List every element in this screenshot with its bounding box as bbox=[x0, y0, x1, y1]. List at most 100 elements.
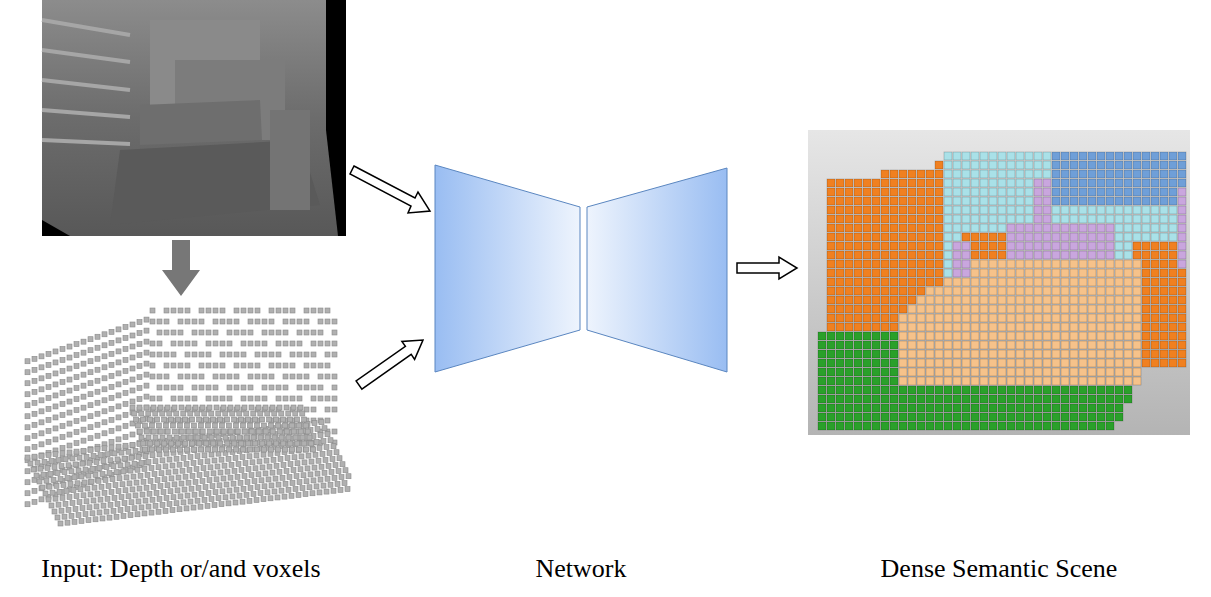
voxel bbox=[137, 430, 142, 435]
voxel bbox=[130, 355, 135, 360]
voxel bbox=[1052, 305, 1060, 313]
voxel bbox=[1115, 305, 1123, 313]
voxel bbox=[74, 494, 79, 499]
voxel bbox=[953, 188, 961, 196]
voxel bbox=[935, 296, 943, 304]
voxel bbox=[269, 374, 274, 379]
voxel bbox=[1142, 269, 1150, 277]
voxel bbox=[827, 305, 835, 313]
voxel bbox=[185, 447, 190, 452]
voxel bbox=[908, 278, 916, 286]
voxel bbox=[239, 417, 244, 422]
voxel bbox=[110, 477, 115, 482]
voxel bbox=[83, 512, 88, 517]
voxel bbox=[953, 170, 961, 178]
voxel bbox=[67, 450, 72, 455]
voxel bbox=[935, 224, 943, 232]
voxel bbox=[157, 496, 162, 501]
voxel bbox=[289, 493, 294, 498]
voxel bbox=[59, 464, 64, 469]
voxel bbox=[97, 465, 102, 470]
voxel bbox=[1169, 305, 1177, 313]
voxel bbox=[1079, 206, 1087, 214]
voxel bbox=[1133, 233, 1141, 241]
voxel bbox=[325, 432, 330, 437]
voxel bbox=[935, 206, 943, 214]
voxel bbox=[854, 323, 862, 331]
voxel bbox=[971, 179, 979, 187]
voxel bbox=[1106, 233, 1114, 241]
voxel bbox=[881, 233, 889, 241]
voxel bbox=[998, 233, 1006, 241]
voxel bbox=[980, 296, 988, 304]
voxel bbox=[854, 197, 862, 205]
voxel bbox=[113, 483, 118, 488]
voxel bbox=[1160, 278, 1168, 286]
voxel bbox=[241, 308, 246, 313]
voxel bbox=[1133, 305, 1141, 313]
voxel bbox=[228, 429, 233, 434]
voxel bbox=[953, 197, 961, 205]
voxel bbox=[153, 411, 158, 416]
voxel bbox=[157, 352, 162, 357]
voxel bbox=[890, 197, 898, 205]
voxel bbox=[1115, 296, 1123, 304]
voxel bbox=[245, 479, 250, 484]
voxel bbox=[86, 518, 91, 523]
voxel bbox=[971, 305, 979, 313]
voxel bbox=[340, 462, 345, 467]
voxel bbox=[228, 405, 233, 410]
voxel bbox=[1025, 269, 1033, 277]
voxel bbox=[1061, 188, 1069, 196]
voxel bbox=[181, 455, 186, 460]
voxel bbox=[248, 385, 253, 390]
voxel bbox=[173, 469, 178, 474]
voxel bbox=[926, 224, 934, 232]
voxel bbox=[1097, 188, 1105, 196]
voxel bbox=[259, 478, 264, 483]
voxel bbox=[971, 260, 979, 268]
voxel bbox=[836, 233, 844, 241]
voxel bbox=[917, 215, 925, 223]
voxel bbox=[1034, 152, 1042, 160]
voxel bbox=[935, 278, 943, 286]
voxel bbox=[39, 486, 44, 491]
voxel bbox=[117, 476, 122, 481]
voxel bbox=[1106, 206, 1114, 214]
voxel bbox=[1178, 161, 1186, 169]
voxel bbox=[203, 440, 208, 445]
voxel bbox=[1070, 206, 1078, 214]
voxel bbox=[1106, 161, 1114, 169]
voxel bbox=[325, 308, 330, 313]
voxel bbox=[227, 385, 232, 390]
voxel bbox=[890, 314, 898, 322]
voxel bbox=[1133, 242, 1141, 250]
voxel bbox=[962, 278, 970, 286]
voxel bbox=[32, 411, 37, 416]
voxel bbox=[935, 269, 943, 277]
voxel bbox=[854, 269, 862, 277]
voxel bbox=[258, 435, 263, 440]
voxel bbox=[890, 251, 898, 259]
voxel bbox=[836, 224, 844, 232]
voxel bbox=[130, 366, 135, 371]
voxel bbox=[290, 396, 295, 401]
voxel bbox=[150, 453, 155, 458]
voxel bbox=[1025, 296, 1033, 304]
voxel bbox=[1178, 197, 1186, 205]
voxel bbox=[88, 403, 93, 408]
voxel bbox=[971, 269, 979, 277]
voxel bbox=[164, 330, 169, 335]
voxel bbox=[989, 179, 997, 187]
voxel bbox=[1088, 170, 1096, 178]
voxel bbox=[293, 435, 298, 440]
voxel bbox=[95, 345, 100, 350]
voxel bbox=[1016, 179, 1024, 187]
voxel bbox=[302, 460, 307, 465]
voxel bbox=[1052, 287, 1060, 295]
voxel bbox=[1007, 314, 1015, 322]
voxel bbox=[1133, 224, 1141, 232]
voxel bbox=[25, 425, 30, 430]
voxel bbox=[220, 341, 225, 346]
voxel bbox=[25, 455, 30, 460]
